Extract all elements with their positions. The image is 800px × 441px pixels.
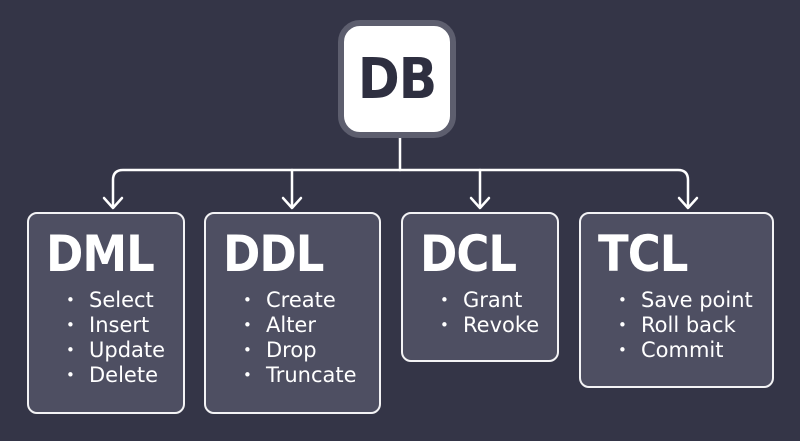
arrowhead-dcl — [469, 196, 491, 210]
list-item: Insert — [66, 313, 183, 338]
list-item: Roll back — [618, 313, 772, 338]
list-item: Update — [66, 338, 183, 363]
list-item: Drop — [243, 338, 379, 363]
list-item: Revoke — [440, 313, 557, 338]
dcl-title: DCL — [420, 225, 517, 283]
dml-box: DML Select Insert Update Delete — [27, 212, 185, 414]
tcl-box: TCL Save point Roll back Commit — [579, 212, 774, 388]
list-item: Commit — [618, 338, 772, 363]
arrowhead-tcl — [677, 196, 699, 210]
ddl-title: DDL — [223, 225, 324, 283]
arrowhead-ddl — [281, 196, 303, 210]
ddl-box: DDL Create Alter Drop Truncate — [204, 212, 381, 414]
list-item: Save point — [618, 288, 772, 313]
list-item: Grant — [440, 288, 557, 313]
list-item: Alter — [243, 313, 379, 338]
list-item: Create — [243, 288, 379, 313]
db-root-label: DB — [357, 46, 437, 112]
tcl-command-list: Save point Roll back Commit — [598, 288, 772, 363]
list-item: Truncate — [243, 363, 379, 388]
arrowhead-dml — [102, 196, 124, 210]
dcl-command-list: Grant Revoke — [420, 288, 557, 338]
dml-title: DML — [46, 225, 155, 283]
dml-command-list: Select Insert Update Delete — [46, 288, 183, 388]
db-root-node: DB — [338, 20, 456, 138]
tcl-title: TCL — [598, 225, 688, 283]
dcl-box: DCL Grant Revoke — [401, 212, 559, 362]
list-item: Select — [66, 288, 183, 313]
list-item: Delete — [66, 363, 183, 388]
ddl-command-list: Create Alter Drop Truncate — [223, 288, 379, 388]
branch-line — [111, 168, 690, 207]
